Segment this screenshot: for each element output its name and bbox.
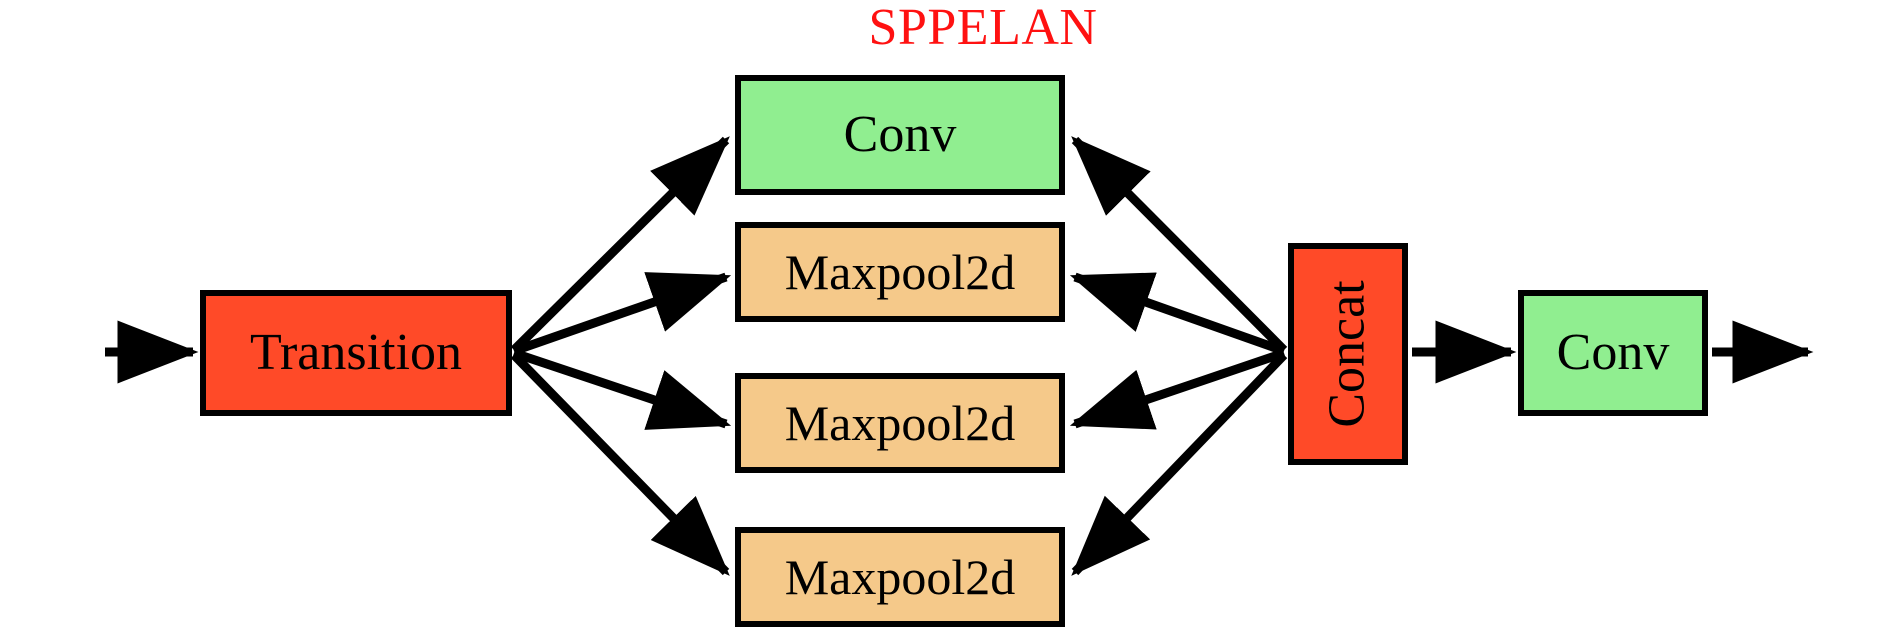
node-conv-top-label: Conv bbox=[843, 106, 957, 163]
node-maxpool-3-label: Maxpool2d bbox=[784, 549, 1016, 605]
node-maxpool-1-label: Maxpool2d bbox=[784, 244, 1016, 300]
edge-transition-to-maxpool-2 bbox=[512, 348, 732, 430]
edge-transition-to-conv-top bbox=[510, 136, 730, 354]
edge-maxpool-3-to-concat bbox=[1071, 351, 1288, 576]
node-conv-right[interactable]: Conv bbox=[1518, 290, 1708, 416]
edge-conv-top-to-concat bbox=[1071, 136, 1288, 354]
node-conv-right-label: Conv bbox=[1556, 324, 1670, 381]
edge-transition-to-maxpool-3 bbox=[510, 351, 730, 576]
node-transition[interactable]: Transition bbox=[200, 290, 512, 416]
node-maxpool-1[interactable]: Maxpool2d bbox=[735, 222, 1065, 322]
node-maxpool-2-label: Maxpool2d bbox=[784, 395, 1016, 451]
node-concat-label: Concat bbox=[1319, 280, 1377, 428]
node-transition-label: Transition bbox=[250, 324, 462, 381]
node-maxpool-3[interactable]: Maxpool2d bbox=[735, 527, 1065, 627]
edge-maxpool-1-to-concat bbox=[1069, 272, 1286, 356]
edge-transition-to-maxpool-1 bbox=[512, 272, 732, 356]
edge-maxpool-2-to-concat bbox=[1069, 348, 1286, 430]
node-maxpool-2[interactable]: Maxpool2d bbox=[735, 373, 1065, 473]
node-conv-top[interactable]: Conv bbox=[735, 75, 1065, 195]
node-concat[interactable]: Concat bbox=[1288, 243, 1408, 465]
